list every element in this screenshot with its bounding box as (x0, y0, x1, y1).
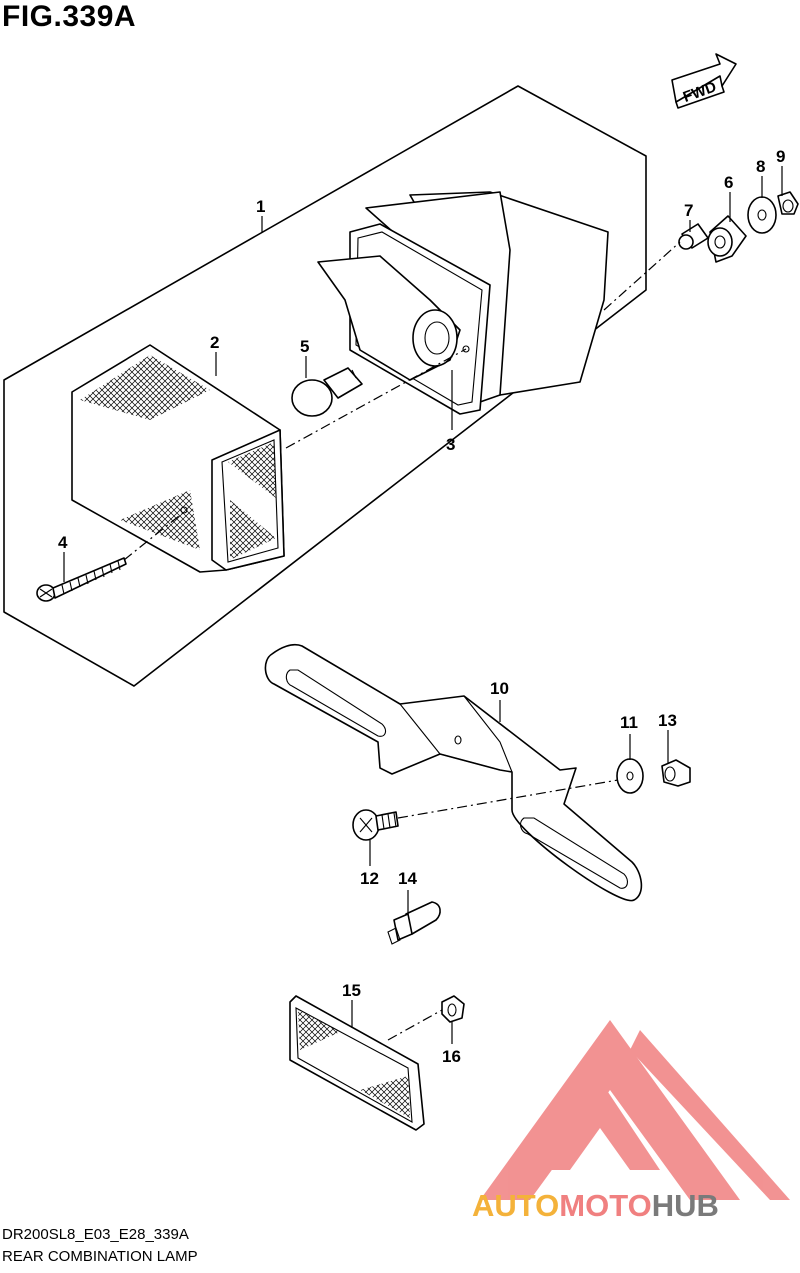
callout-15: 15 (342, 981, 361, 1000)
callout-14: 14 (398, 869, 417, 888)
callout-4: 4 (58, 533, 68, 552)
grommet (707, 215, 747, 263)
watermark-logo-icon (480, 1020, 790, 1200)
watermark-text-moto: MOTO (559, 1188, 652, 1223)
callout-3: 3 (446, 435, 455, 454)
reflector (289, 995, 425, 1131)
callout-5: 5 (300, 337, 309, 356)
leader-lines (63, 166, 783, 1044)
lamp-lens (71, 344, 285, 573)
callout-2: 2 (210, 333, 219, 352)
callout-16: 16 (442, 1047, 461, 1066)
fwd-arrow-icon: FWD (671, 53, 737, 109)
washer (747, 196, 777, 234)
callout-7: 7 (684, 201, 693, 220)
diagram-code: DR200SL8_E03_E28_339A (2, 1226, 189, 1243)
rivet-plug (387, 901, 441, 945)
diagram-name: REAR COMBINATION LAMP (2, 1248, 198, 1265)
bracket (264, 643, 643, 902)
bracket-washer (616, 758, 644, 794)
figure-title: FIG.339A (2, 0, 137, 33)
lamp-housing (317, 191, 609, 415)
watermark-text: AUTOMOTOHUB (472, 1188, 719, 1224)
callout-10: 10 (490, 679, 509, 698)
callout-1: 1 (256, 197, 265, 216)
callout-12: 12 (360, 869, 379, 888)
bulb (291, 367, 363, 417)
callout-labels: 1 2 3 4 5 6 7 8 9 10 11 13 12 14 15 16 (58, 147, 785, 1066)
callout-9: 9 (776, 147, 785, 166)
callout-8: 8 (756, 157, 765, 176)
reflector-nut (441, 995, 465, 1023)
watermark-text-hub: HUB (651, 1188, 719, 1223)
bracket-nut (661, 759, 691, 787)
callout-13: 13 (658, 711, 677, 730)
long-screw (36, 557, 127, 602)
callout-11: 11 (620, 713, 638, 732)
nut (777, 191, 799, 215)
spacer-collar (678, 223, 709, 250)
assembly-outline (3, 85, 647, 687)
watermark-text-auto: AUTO (472, 1188, 560, 1223)
callout-6: 6 (724, 173, 733, 192)
bracket-bolt (352, 809, 399, 841)
alignment-lines (123, 241, 681, 1041)
